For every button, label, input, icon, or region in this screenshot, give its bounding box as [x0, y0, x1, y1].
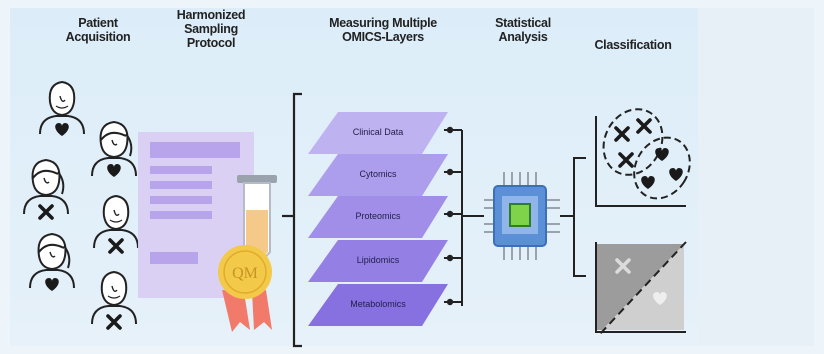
heart-icon	[55, 123, 69, 136]
cross-icon	[615, 258, 631, 274]
scatter-classification-plot	[595, 108, 691, 207]
cross-icon	[618, 152, 634, 168]
connector-dot	[446, 298, 454, 306]
cross-icon	[108, 238, 124, 254]
cross-icon	[106, 314, 122, 330]
cross-icon	[38, 204, 54, 220]
heart-icon	[45, 278, 59, 291]
patient-icon-6	[91, 271, 137, 325]
patient-icon-5	[29, 233, 75, 289]
omics-layer-clinical-data	[308, 112, 448, 154]
right-background-strip	[698, 8, 814, 346]
header-measuring-omics: Measuring Multiple OMICS-Layers	[329, 16, 437, 44]
heart-icon	[655, 148, 669, 161]
connector-dot	[446, 168, 454, 176]
qm-seal-text: QM	[232, 265, 258, 282]
connector-dot	[446, 254, 454, 262]
heart-icon	[669, 168, 683, 181]
header-harmonized-sampling: Harmonized Sampling Protocol	[176, 8, 246, 50]
heart-icon	[107, 164, 121, 177]
patient-icon-3	[23, 159, 69, 215]
processor-chip-icon	[484, 172, 560, 260]
omics-layer-lipidomics	[308, 240, 448, 282]
split-classification-plot	[595, 241, 687, 335]
omics-layer-proteomics	[308, 196, 448, 238]
cross-icon	[636, 118, 652, 134]
omics-layer-label: Cytomics	[359, 169, 397, 179]
header-statistical-analysis: Statistical Analysis	[495, 16, 551, 44]
omics-layer-stack	[308, 112, 448, 326]
heart-icon	[653, 292, 667, 305]
qm-seal-icon: QM	[218, 245, 272, 332]
connector-dot	[446, 210, 454, 218]
heart-icon	[641, 176, 655, 189]
omics-layer-label: Proteomics	[355, 211, 401, 221]
omics-layer-metabolomics	[308, 284, 448, 326]
test-tube-icon	[237, 175, 277, 261]
cross-icon	[614, 126, 630, 142]
header-classification: Classification	[594, 38, 672, 52]
omics-layer-cytomics	[308, 154, 448, 196]
omics-layer-label: Metabolomics	[350, 299, 406, 309]
patient-icon-4	[93, 195, 139, 249]
omics-layer-label: Clinical Data	[352, 127, 404, 137]
omics-bracket	[282, 92, 302, 348]
omics-layer-label: Lipidomics	[356, 255, 400, 265]
header-patient-acquisition: Patient Acquisition	[65, 16, 131, 44]
layer-connectors	[444, 126, 484, 306]
classification-connector	[560, 157, 586, 277]
connector-dot	[446, 126, 454, 134]
